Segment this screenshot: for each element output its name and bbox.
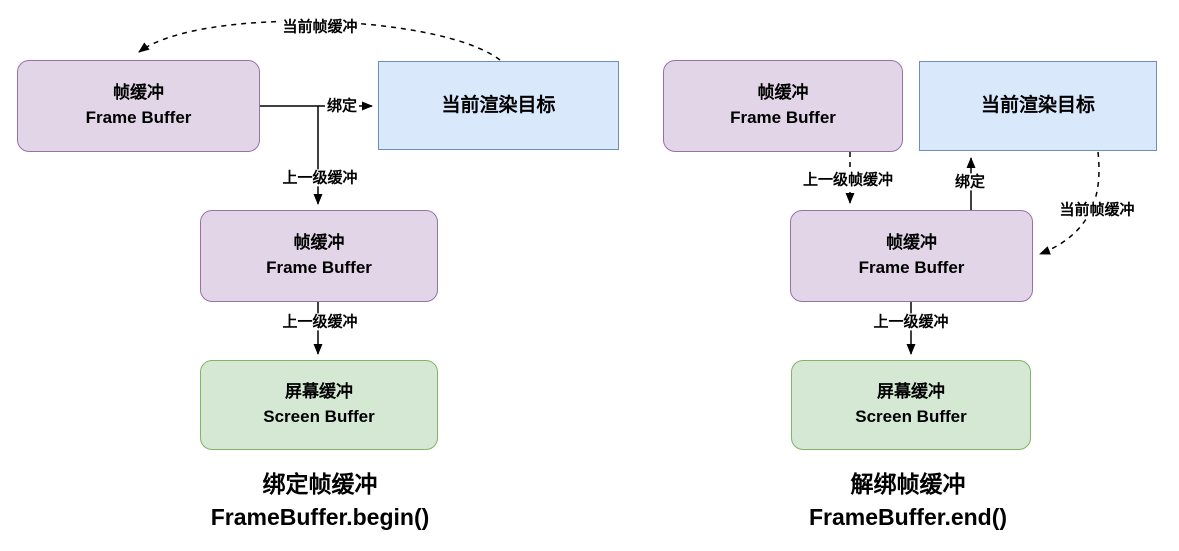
node-label-en: Screen Buffer [263,407,375,426]
right-render-target-node: 当前渲染目标 [919,61,1157,151]
node-label-cn: 帧缓冲 [886,233,937,253]
left-frame-buffer-mid-node: 帧缓冲 Frame Buffer [200,210,438,302]
node-label-en: Screen Buffer [855,407,967,426]
right-frame-buffer-mid-node: 帧缓冲 Frame Buffer [790,210,1033,302]
right-caption: 解绑帧缓冲 FrameBuffer.end() [809,468,1007,534]
right-screen-buffer-node: 屏幕缓冲 Screen Buffer [791,360,1031,450]
node-label-cn: 屏幕缓冲 [285,382,353,402]
node-label-cn: 屏幕缓冲 [877,382,945,402]
right-current-frame-buffer-arrow [1039,151,1100,255]
left-render-target-node: 当前渲染目标 [378,61,619,150]
right-frame-buffer-top-node: 帧缓冲 Frame Buffer [663,60,903,152]
left-screen-buffer-node: 屏幕缓冲 Screen Buffer [200,360,438,450]
right-parent-buffer-edge-label: 上一级缓冲 [871,313,951,331]
node-label-en: Frame Buffer [858,258,965,277]
node-label-cn: 帧缓冲 [293,233,345,253]
node-label-cn: 当前渲染目标 [980,95,1095,117]
left-bind-edge-label: 绑定 [324,97,360,115]
right-current-frame-buffer-edge-label: 当前帧缓冲 [1057,201,1137,219]
left-parent-buffer-lower-edge-label: 上一级缓冲 [280,313,360,331]
left-caption-line2: FrameBuffer.begin() [210,504,430,530]
left-parent-buffer-upper-edge-label: 上一级缓冲 [280,169,360,187]
node-label-en: Frame Buffer [266,258,372,277]
node-label-cn: 帧缓冲 [757,83,809,103]
node-label-cn: 当前渲染目标 [441,94,556,116]
right-parent-frame-buffer-edge-label: 上一级帧缓冲 [800,171,896,189]
node-label-en: Frame Buffer [85,108,192,127]
right-caption-line2: FrameBuffer.end() [808,504,1008,530]
right-bind-edge-label: 绑定 [952,173,988,191]
left-frame-buffer-top-node: 帧缓冲 Frame Buffer [17,60,260,152]
left-caption: 绑定帧缓冲 FrameBuffer.begin() [211,468,430,534]
left-current-frame-buffer-edge-label: 当前帧缓冲 [280,18,360,36]
node-label-en: Frame Buffer [730,108,836,127]
right-caption-line1: 解绑帧缓冲 [850,471,966,497]
node-label-cn: 帧缓冲 [113,83,164,103]
left-caption-line1: 绑定帧缓冲 [262,471,378,497]
